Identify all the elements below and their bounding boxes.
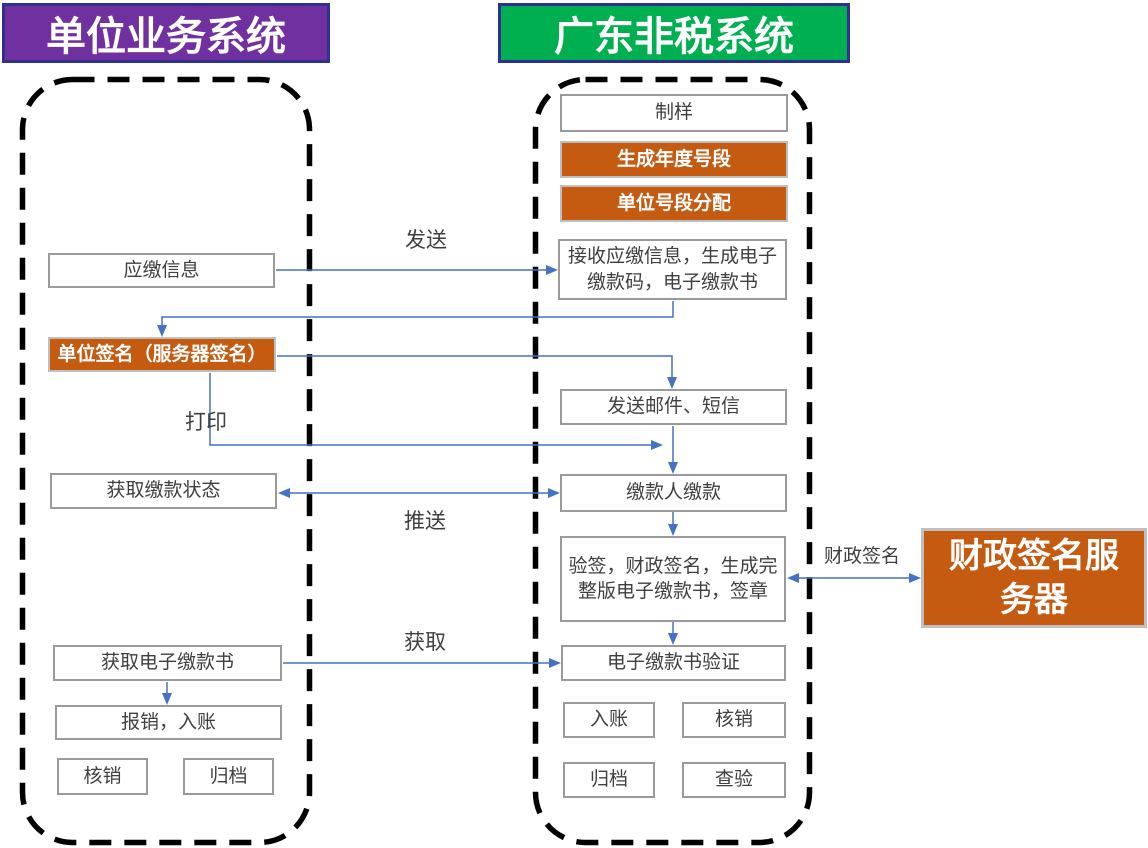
container-unit-business-system [19,76,313,846]
node-finance-signature-server: 财政签名服务器 [921,528,1147,628]
node-unit-signature: 单位签名（服务器签名） [48,337,276,372]
node-sample-making: 制样 [560,94,788,132]
node-archive-left: 归档 [183,758,274,795]
node-reimburse-entry: 报销，入账 [55,705,282,740]
node-entry: 入账 [563,702,655,738]
label-print: 打印 [185,410,227,434]
label-finance-signature: 财政签名 [823,545,900,567]
node-receive-payable-info: 接收应缴信息，生成电子缴款码，电子缴款书 [558,239,787,300]
node-writeoff-center: 核销 [682,702,786,738]
container-nontax-system [532,76,813,846]
node-archive-center: 归档 [563,762,655,798]
label-get: 获取 [404,630,446,654]
arrow-to-unit-signature [157,301,674,337]
node-payer-payment: 缴款人缴款 [560,474,787,512]
header-unit-business-system: 单位业务系统 [2,3,330,63]
node-verify-and-sign: 验签，财政签名，生成完整版电子缴款书，签章 [560,536,786,622]
node-get-payment-status: 获取缴款状态 [50,473,277,509]
node-writeoff-left: 核销 [57,758,148,795]
node-unit-number-segment-allocation: 单位号段分配 [560,185,788,222]
header-guangdong-nontax-system: 广东非税系统 [498,3,850,63]
arrow-print [209,373,663,450]
node-receipt-verification: 电子缴款书验证 [561,645,786,681]
node-generate-annual-number-segment: 生成年度号段 [560,141,788,178]
node-send-email-sms: 发送邮件、短信 [560,389,787,425]
arrow-to-send-email [277,355,677,389]
node-inspect: 查验 [682,762,786,798]
node-payable-info: 应缴信息 [48,253,275,288]
node-get-electronic-receipt: 获取电子缴款书 [53,645,282,681]
label-push: 推送 [404,509,446,533]
label-send: 发送 [405,228,447,252]
